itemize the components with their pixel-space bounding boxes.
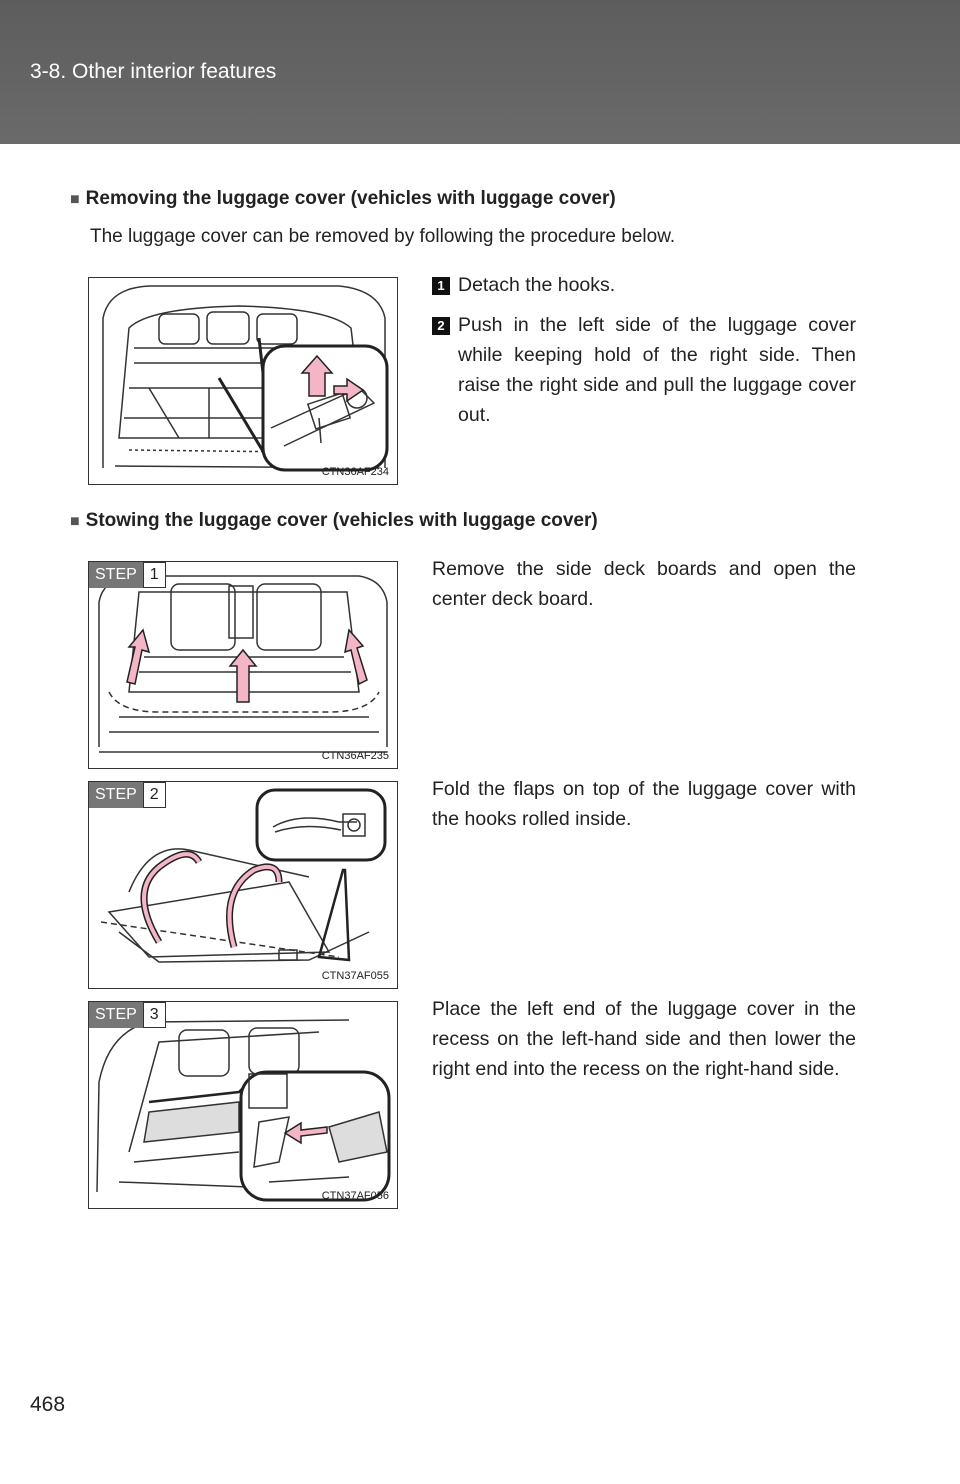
step-2-text: Fold the flaps on top of the luggage cov… bbox=[432, 778, 856, 830]
figure-step-2: STEP 2 CTN37AF055 bbox=[88, 781, 398, 989]
step-label: STEP bbox=[89, 562, 143, 588]
step-number: 3 bbox=[142, 1002, 166, 1028]
square-bullet-icon: ■ bbox=[70, 191, 80, 208]
numbered-item-1: 1 Detach the hooks. bbox=[432, 270, 856, 300]
step-number: 1 bbox=[142, 562, 166, 588]
figure-step-1: STEP 1 CTN36AF235 bbox=[88, 561, 398, 769]
intro-text: The luggage cover can be removed by foll… bbox=[90, 226, 676, 247]
heading-text: Stowing the luggage cover (vehicles with… bbox=[85, 510, 598, 531]
square-bullet-icon: ■ bbox=[70, 513, 80, 530]
step-number: 2 bbox=[142, 782, 166, 808]
deck-boards-illustration bbox=[98, 575, 388, 753]
figure-remove-cover: CTN36AF234 bbox=[88, 277, 398, 485]
step-label: STEP bbox=[89, 1002, 143, 1028]
place-cover-illustration bbox=[96, 1019, 391, 1202]
section-heading-removing: ■ Removing the luggage cover (vehicles wi… bbox=[70, 188, 616, 210]
removal-instructions: 1 Detach the hooks. 2 Push in the left s… bbox=[432, 270, 856, 430]
item-text: Detach the hooks. bbox=[458, 274, 616, 296]
fold-flaps-illustration bbox=[100, 788, 387, 963]
luggage-area-illustration bbox=[102, 285, 389, 472]
step-3-text: Place the left end of the luggage cover … bbox=[432, 998, 856, 1080]
section-heading-stowing: ■ Stowing the luggage cover (vehicles wit… bbox=[70, 510, 598, 532]
figure-code: CTN36AF234 bbox=[321, 466, 389, 478]
numbered-item-2: 2 Push in the left side of the luggage c… bbox=[432, 310, 856, 430]
figure-code: CTN37AF056 bbox=[321, 1190, 389, 1202]
figure-code: CTN37AF055 bbox=[321, 970, 389, 982]
heading-text: Removing the luggage cover (vehicles wit… bbox=[85, 188, 616, 209]
page-number: 468 bbox=[30, 1393, 66, 1416]
step-badge: STEP 1 bbox=[89, 562, 166, 588]
item-text: Push in the left side of the luggage cov… bbox=[458, 314, 856, 426]
number-badge: 1 bbox=[432, 277, 450, 295]
number-badge: 2 bbox=[432, 317, 450, 335]
step-badge: STEP 3 bbox=[89, 1002, 166, 1028]
step-badge: STEP 2 bbox=[89, 782, 166, 808]
figure-code: CTN36AF235 bbox=[321, 750, 389, 762]
figure-step-3: STEP 3 CTN37AF056 bbox=[88, 1001, 398, 1209]
chapter-title: 3-8. Other interior features bbox=[30, 60, 277, 83]
step-1-text: Remove the side deck boards and open the… bbox=[432, 558, 856, 610]
header-band bbox=[0, 0, 960, 144]
step-label: STEP bbox=[89, 782, 143, 808]
